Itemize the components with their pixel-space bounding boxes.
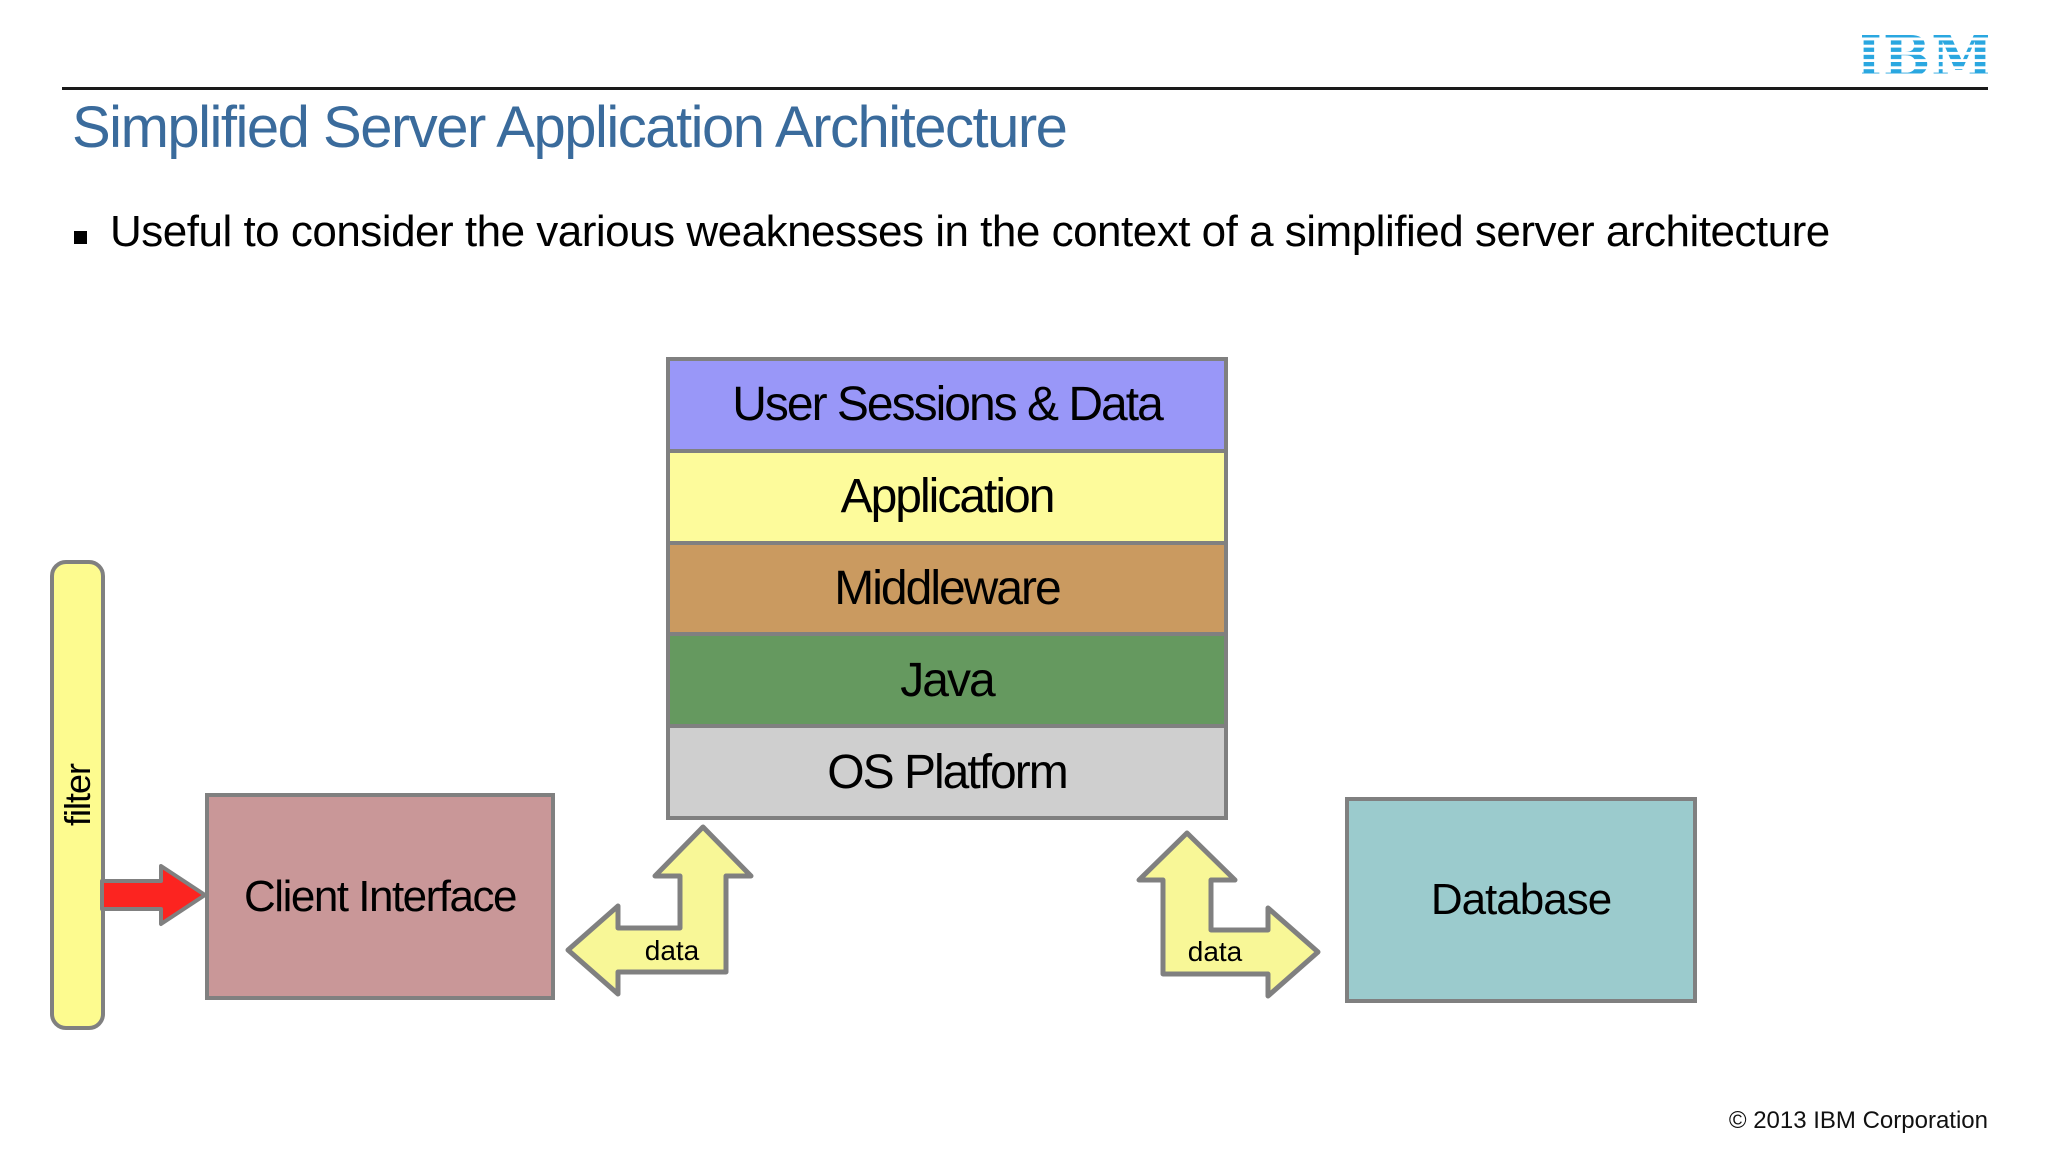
stack-layer-user-sessions: User Sessions & Data [670, 361, 1224, 453]
data-label-left: data [644, 934, 700, 966]
database-label: Database [1430, 875, 1612, 924]
stack-layer-label: Middleware [834, 561, 1061, 615]
ibm-logo-text: IBM [1862, 26, 1988, 84]
ibm-logo: IBM [1862, 26, 1988, 84]
data-label-right: data [1187, 936, 1243, 967]
database-box: Database [1345, 797, 1697, 1003]
page-title: Simplified Server Application Architectu… [72, 95, 1068, 160]
copyright-text: © 2013 IBM Corporation [1728, 1107, 1988, 1134]
stack-layer-label: Application [840, 470, 1056, 524]
client-interface-label: Client Interface [244, 871, 517, 921]
stack-layer-label: Java [900, 653, 995, 707]
stack-layer-middleware: Middleware [670, 544, 1224, 637]
server-stack: User Sessions & Data Application Middlew… [666, 357, 1228, 820]
bullet-marker [74, 231, 87, 244]
stack-layer-os-platform: OS Platform [670, 728, 1224, 816]
red-arrow [100, 864, 207, 926]
client-interface-box: Client Interface [205, 793, 555, 1000]
stack-layer-label: OS Platform [827, 745, 1068, 799]
bullet-text: Useful to consider the various weaknesse… [110, 207, 1830, 256]
filter-box: filter [50, 560, 105, 1030]
stack-layer-label: User Sessions & Data [732, 378, 1164, 432]
stack-layer-java: Java [670, 636, 1224, 729]
header-divider [62, 87, 1988, 90]
stack-layer-application: Application [670, 452, 1224, 545]
filter-label: filter [56, 763, 98, 827]
